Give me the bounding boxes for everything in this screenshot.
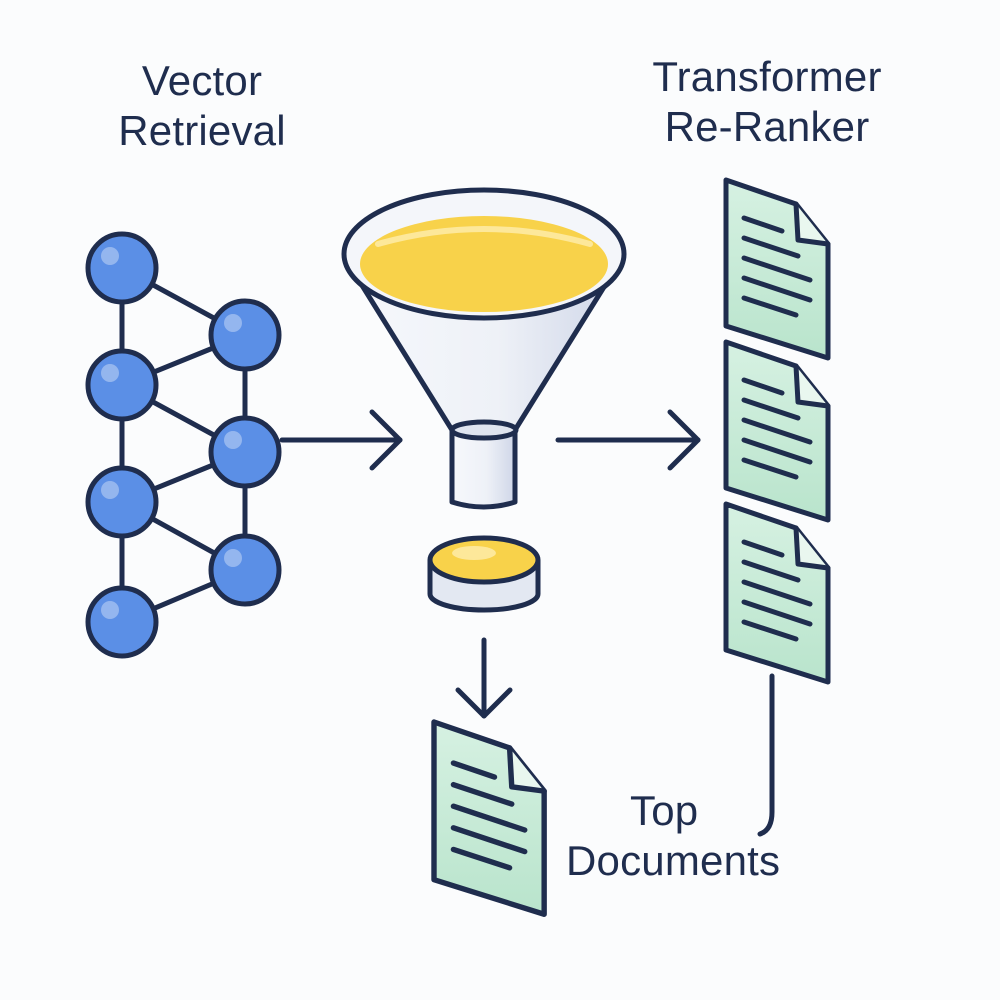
network-node [85, 231, 159, 305]
label-line: Top [630, 787, 699, 834]
top-documents-label: Top Documents [566, 786, 826, 886]
connector-line [757, 673, 775, 837]
vector-retrieval-label: Vector Retrieval [92, 56, 312, 156]
label-line: Documents [566, 837, 781, 884]
document-icon [726, 504, 828, 682]
network-node [85, 465, 159, 539]
neural-network-icon [85, 231, 282, 659]
label-line: Vector [141, 57, 263, 104]
arrow-icon [279, 409, 403, 471]
network-node [85, 585, 159, 659]
funnel-icon [341, 187, 627, 510]
arrow-icon [455, 637, 513, 719]
transformer-reranker-label: Transformer Re-Ranker [612, 52, 922, 152]
label-line: Retrieval [118, 107, 286, 154]
filtered-cylinder-icon [427, 535, 541, 613]
network-node [208, 533, 282, 607]
document-icon [726, 180, 828, 358]
label-line: Re-Ranker [664, 103, 870, 150]
network-node [208, 298, 282, 372]
network-node [85, 348, 159, 422]
arrow-icon [555, 409, 701, 471]
document-icon [434, 722, 544, 914]
label-line: Transformer [652, 53, 882, 100]
network-node [208, 415, 282, 489]
document-icon [726, 342, 828, 520]
